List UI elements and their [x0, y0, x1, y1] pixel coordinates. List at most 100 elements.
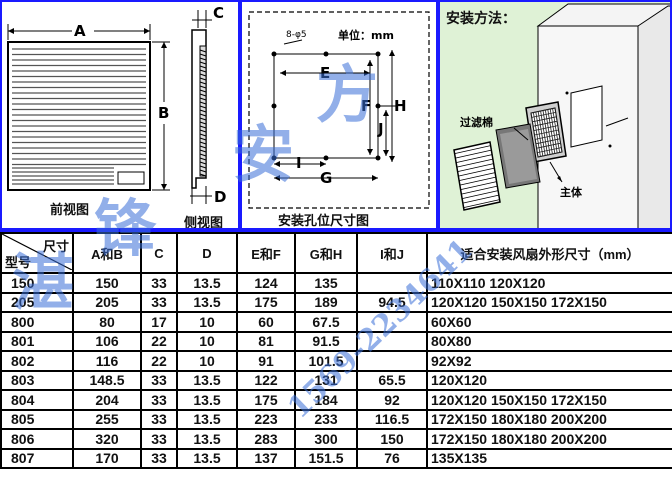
- filter-cotton-label: 过滤棉: [460, 116, 493, 129]
- front-view-drawing: [7, 10, 212, 204]
- dim-label-h: H: [394, 97, 407, 115]
- ij-cell: [356, 330, 428, 352]
- gh-cell: 151.5: [294, 447, 358, 469]
- ab-cell: 80: [72, 311, 142, 333]
- front-view-caption: 前视图: [50, 203, 90, 218]
- ef-cell: 223: [236, 408, 296, 430]
- c-cell: 33: [140, 389, 178, 411]
- spec-table: 尺寸 型号 A和B C D E和F G和H I和J 适合安装风扇外形尺寸（mm）…: [0, 232, 672, 469]
- model-cell: 800: [0, 311, 74, 333]
- c-cell: 33: [140, 408, 178, 430]
- c-cell: 33: [140, 272, 178, 294]
- fan-size-cell: 110X110 120X120: [426, 272, 672, 294]
- d-cell: 10: [176, 311, 238, 333]
- dim-label-f: F: [361, 97, 372, 115]
- c-cell: 33: [140, 369, 178, 391]
- dim-label-e: E: [320, 64, 331, 82]
- ab-cell: 320: [72, 428, 142, 450]
- ab-cell: 255: [72, 408, 142, 430]
- ij-cell: 150: [356, 428, 428, 450]
- header-ef: E和F: [236, 232, 296, 274]
- dim-label-d: D: [214, 188, 227, 206]
- unit-label: 单位：mm: [338, 29, 394, 42]
- gh-cell: 101.5: [294, 350, 358, 372]
- c-cell: 33: [140, 428, 178, 450]
- ij-cell: 92: [356, 389, 428, 411]
- gh-cell: 189: [294, 291, 358, 313]
- fan-size-cell: 172X150 180X180 200X200: [426, 408, 672, 430]
- header-gh: G和H: [294, 232, 358, 274]
- ij-cell: [356, 311, 428, 333]
- mounting-holes-drawing: [248, 11, 430, 209]
- c-cell: 22: [140, 350, 178, 372]
- ab-cell: 170: [72, 447, 142, 469]
- gh-cell: 91.5: [294, 330, 358, 352]
- ab-cell: 205: [72, 291, 142, 313]
- header-model-label: 型号: [5, 255, 32, 270]
- model-cell: 804: [0, 389, 74, 411]
- fan-size-cell: 60X60: [426, 311, 672, 333]
- header-c: C: [140, 232, 178, 274]
- model-cell: 805: [0, 408, 74, 430]
- ef-cell: 60: [236, 311, 296, 333]
- ef-cell: 124: [236, 272, 296, 294]
- d-cell: 13.5: [176, 389, 238, 411]
- d-cell: 13.5: [176, 272, 238, 294]
- model-cell: 205: [0, 291, 74, 313]
- table-header-row: 尺寸 型号 A和B C D E和F G和H I和J 适合安装风扇外形尺寸（mm）: [0, 232, 672, 274]
- ij-cell: 94.5: [356, 291, 428, 313]
- fan-size-cell: 120X120 150X150 172X150: [426, 291, 672, 313]
- ab-cell: 106: [72, 330, 142, 352]
- mounting-holes-caption: 安装孔位尺寸图: [278, 214, 370, 229]
- dim-label-i: I: [296, 154, 302, 172]
- ef-cell: 81: [236, 330, 296, 352]
- gh-cell: 233: [294, 408, 358, 430]
- model-cell: 806: [0, 428, 74, 450]
- ij-cell: 65.5: [356, 369, 428, 391]
- header-ij: I和J: [356, 232, 428, 274]
- model-cell: 802: [0, 350, 74, 372]
- drawing-area: A B C D 前视图 侧视图: [0, 0, 672, 232]
- model-cell: 803: [0, 369, 74, 391]
- dim-label-c: C: [213, 4, 225, 22]
- fan-size-cell: 172X150 180X180 200X200: [426, 428, 672, 450]
- d-cell: 13.5: [176, 428, 238, 450]
- ij-cell: [356, 272, 428, 294]
- c-cell: 22: [140, 330, 178, 352]
- ef-cell: 137: [236, 447, 296, 469]
- fan-size-cell: 135X135: [426, 447, 672, 469]
- fan-size-cell: 120X120 150X150 172X150: [426, 389, 672, 411]
- header-corner-cell: 尺寸 型号: [0, 232, 74, 274]
- ef-cell: 175: [236, 389, 296, 411]
- install-method-title: 安装方法：: [446, 11, 516, 27]
- d-cell: 13.5: [176, 408, 238, 430]
- gh-cell: 184: [294, 389, 358, 411]
- c-cell: 17: [140, 311, 178, 333]
- ab-cell: 116: [72, 350, 142, 372]
- c-cell: 33: [140, 447, 178, 469]
- ij-cell: [356, 350, 428, 372]
- fan-size-cell: 80X80: [426, 330, 672, 352]
- d-cell: 13.5: [176, 369, 238, 391]
- header-diagonal-line: [3, 235, 71, 270]
- ef-cell: 122: [236, 369, 296, 391]
- mounting-holes-panel: 8-φ5 单位：mm E F H J I G 安装孔位尺寸图: [240, 0, 438, 230]
- d-cell: 13.5: [176, 447, 238, 469]
- install-illustration: [453, 3, 672, 230]
- ij-cell: 116.5: [356, 408, 428, 430]
- main-body-label: 主体: [560, 186, 582, 199]
- fan-size-cell: 92X92: [426, 350, 672, 372]
- hole-spec-label: 8-φ5: [286, 30, 307, 40]
- ef-cell: 91: [236, 350, 296, 372]
- ab-cell: 150: [72, 272, 142, 294]
- gh-cell: 135: [294, 272, 358, 294]
- side-view-caption: 侧视图: [184, 216, 224, 231]
